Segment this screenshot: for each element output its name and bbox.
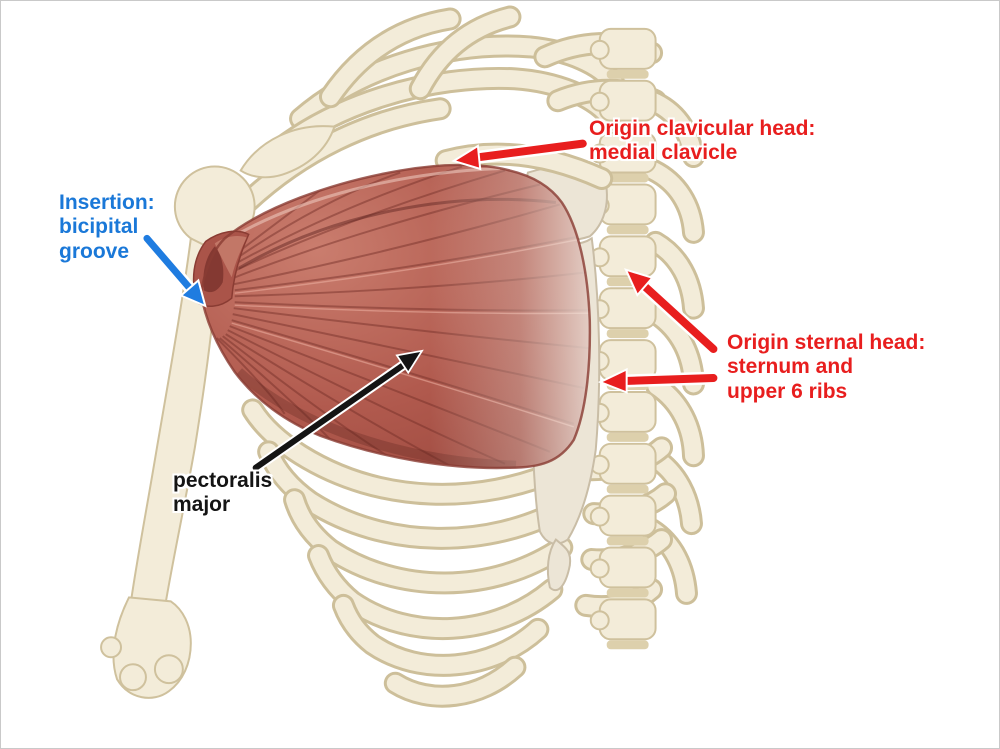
muscle-pointer-arrow <box>250 349 424 473</box>
clavicular-origin-arrow <box>451 137 590 171</box>
insertion-tendon <box>192 230 250 307</box>
muscle-fibers <box>216 164 590 468</box>
sternal-origin-label: Origin sternal head: sternum and upper 6… <box>727 331 926 403</box>
humerus <box>100 165 256 699</box>
insertion-label: Insertion: bicipital groove <box>59 191 155 263</box>
scapula <box>239 125 336 179</box>
sternal-origin-arrow-lower <box>597 367 720 394</box>
skeleton <box>100 5 705 708</box>
sternal-origin-arrow-upper <box>624 268 720 356</box>
right-ribs <box>640 89 705 605</box>
clavicular-origin-label: Origin clavicular head: medial clavicle <box>589 117 816 165</box>
insertion-arrow <box>140 232 207 308</box>
muscle-name-label: pectoralis major <box>173 469 273 517</box>
pectoralis-major-muscle <box>192 163 592 470</box>
arrows <box>140 137 720 473</box>
